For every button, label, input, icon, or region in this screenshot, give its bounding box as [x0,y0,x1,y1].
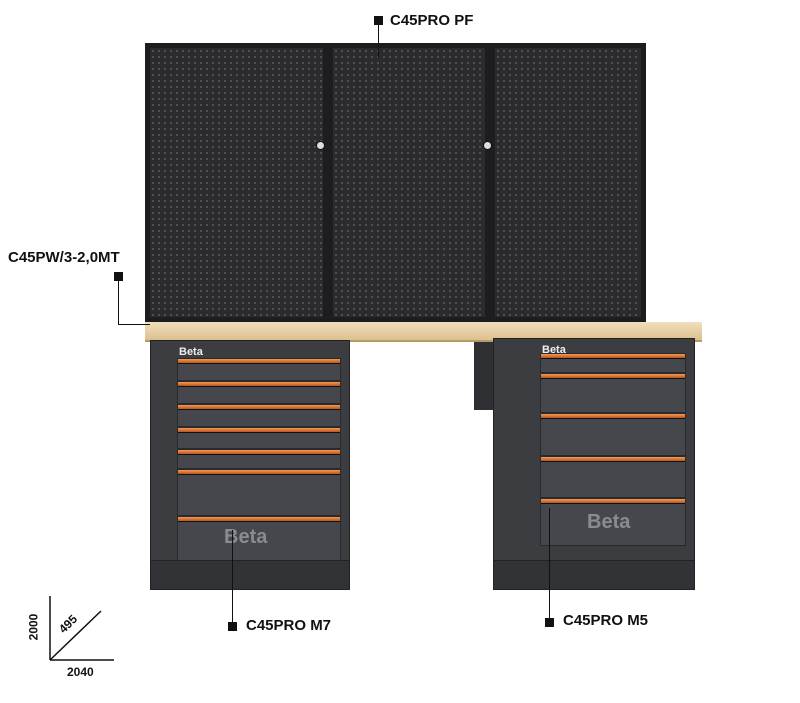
callout-marker [545,618,554,627]
dimension-height: 2000 [26,613,41,641]
drawer[interactable]: Beta [540,498,686,546]
drawer-handle[interactable] [178,428,340,433]
pegboard-panel-left [145,43,328,322]
label-wall-panel: C45PW/3-2,0MT [8,249,120,266]
plinth [494,560,694,589]
drawer-handle[interactable] [541,499,685,504]
drawer[interactable] [177,358,341,381]
callout-line [232,530,233,626]
callout-line [378,24,379,58]
drawer-handle[interactable] [178,450,340,455]
drawer[interactable] [177,381,341,404]
pegboard-panel-right [490,43,646,322]
label-pegboard: C45PRO PF [390,12,474,29]
worktop [145,322,702,342]
brand-logo: Beta [587,511,631,533]
drawer[interactable] [177,404,341,427]
callout-marker [374,16,383,25]
drawer-handle[interactable] [178,470,340,475]
drawer-handle[interactable] [541,374,685,379]
brand-logo: Beta [224,526,268,548]
drawer-handle[interactable] [541,457,685,462]
drawer[interactable] [540,413,686,456]
wall-bracket [474,338,494,410]
drawer-handle[interactable] [178,517,340,522]
plinth [151,560,349,589]
label-cabinet-right: C45PRO M5 [563,612,649,629]
callout-line [118,324,150,325]
dimension-width: 2040 [67,665,94,679]
callout-marker [228,622,237,631]
drawer-handle[interactable] [178,405,340,410]
drawer-handle[interactable] [541,414,685,419]
drawer[interactable] [540,456,686,498]
drawer-handle[interactable] [178,359,340,364]
lock-icon [483,141,492,150]
drawer[interactable] [540,373,686,413]
dimension-axes [49,596,114,661]
drawer-handle[interactable] [178,382,340,387]
lock-icon [316,141,325,150]
drawer[interactable] [540,353,686,373]
label-cabinet-left: C45PRO M7 [246,617,332,634]
drawer[interactable] [177,427,341,449]
drawer[interactable] [177,469,341,516]
callout-line [549,508,550,622]
pegboard-panel-center [328,43,490,322]
brand-logo: Beta [179,346,203,358]
cabinet-right: Beta Beta [493,338,695,590]
cabinet-left: Beta Beta [150,340,350,590]
drawer[interactable] [177,449,341,469]
callout-line [118,276,119,324]
drawer-handle[interactable] [541,354,685,359]
drawer[interactable]: Beta [177,516,341,561]
